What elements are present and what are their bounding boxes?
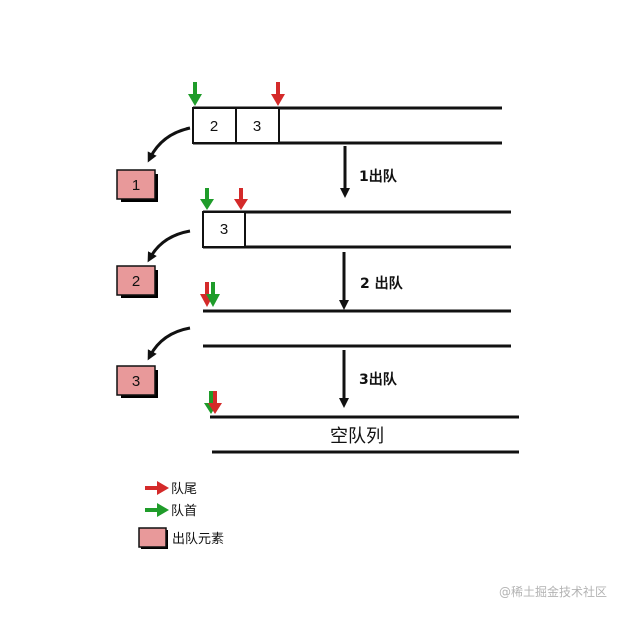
dequeued-value: 1 [132,177,140,194]
tail-pointer-icon [271,82,285,106]
empty-queue-label: 空队列 [330,426,384,447]
step-3: 3出队 [339,350,398,408]
dequeued-element-1: 1 [116,169,158,202]
pink-box-icon [138,527,168,549]
cell-value: 3 [220,221,228,238]
red-arrow-icon [145,481,169,495]
queue-cell [202,211,246,248]
green-arrow-icon [145,503,169,517]
tail-pointer-icon [208,391,222,414]
cell-value: 3 [253,118,261,135]
tail-pointer-icon [234,188,248,210]
legend-dequeued-label: 出队元素 [172,532,224,547]
queue-state-1: 2 3 [147,82,502,163]
legend-dequeued: 出队元素 [138,527,224,549]
cell-value: 2 [210,118,218,135]
step-1: 1出队 [340,146,398,198]
step-2: 2 出队 [339,252,404,310]
head-pointer-icon [188,82,202,106]
queue-state-2: 3 [147,188,511,263]
legend-tail-label: 队尾 [171,482,197,497]
dequeued-value: 2 [132,273,140,290]
dequeued-element-2: 2 [116,265,158,298]
dequeue-curve-arrow-icon [147,126,191,163]
step-label: 3出队 [359,371,398,388]
watermark: @稀土掘金技术社区 [499,585,608,599]
legend-tail: 队尾 [145,481,197,497]
legend-head: 队首 [145,503,197,519]
legend-head-label: 队首 [171,504,197,519]
queue-cell [235,107,280,144]
step-label: 2 出队 [360,275,404,292]
dequeue-curve-arrow-icon [147,326,191,361]
head-pointer-icon [206,282,220,307]
head-pointer-icon [200,188,214,210]
step-label: 1出队 [359,168,398,185]
dequeued-element-3: 3 [116,365,158,398]
dequeue-curve-arrow-icon [147,229,191,263]
dequeued-value: 3 [132,373,140,390]
queue-state-4: 空队列 [204,391,519,454]
legend: 队尾 队首 出队元素 [138,481,224,549]
queue-state-3 [147,282,511,361]
